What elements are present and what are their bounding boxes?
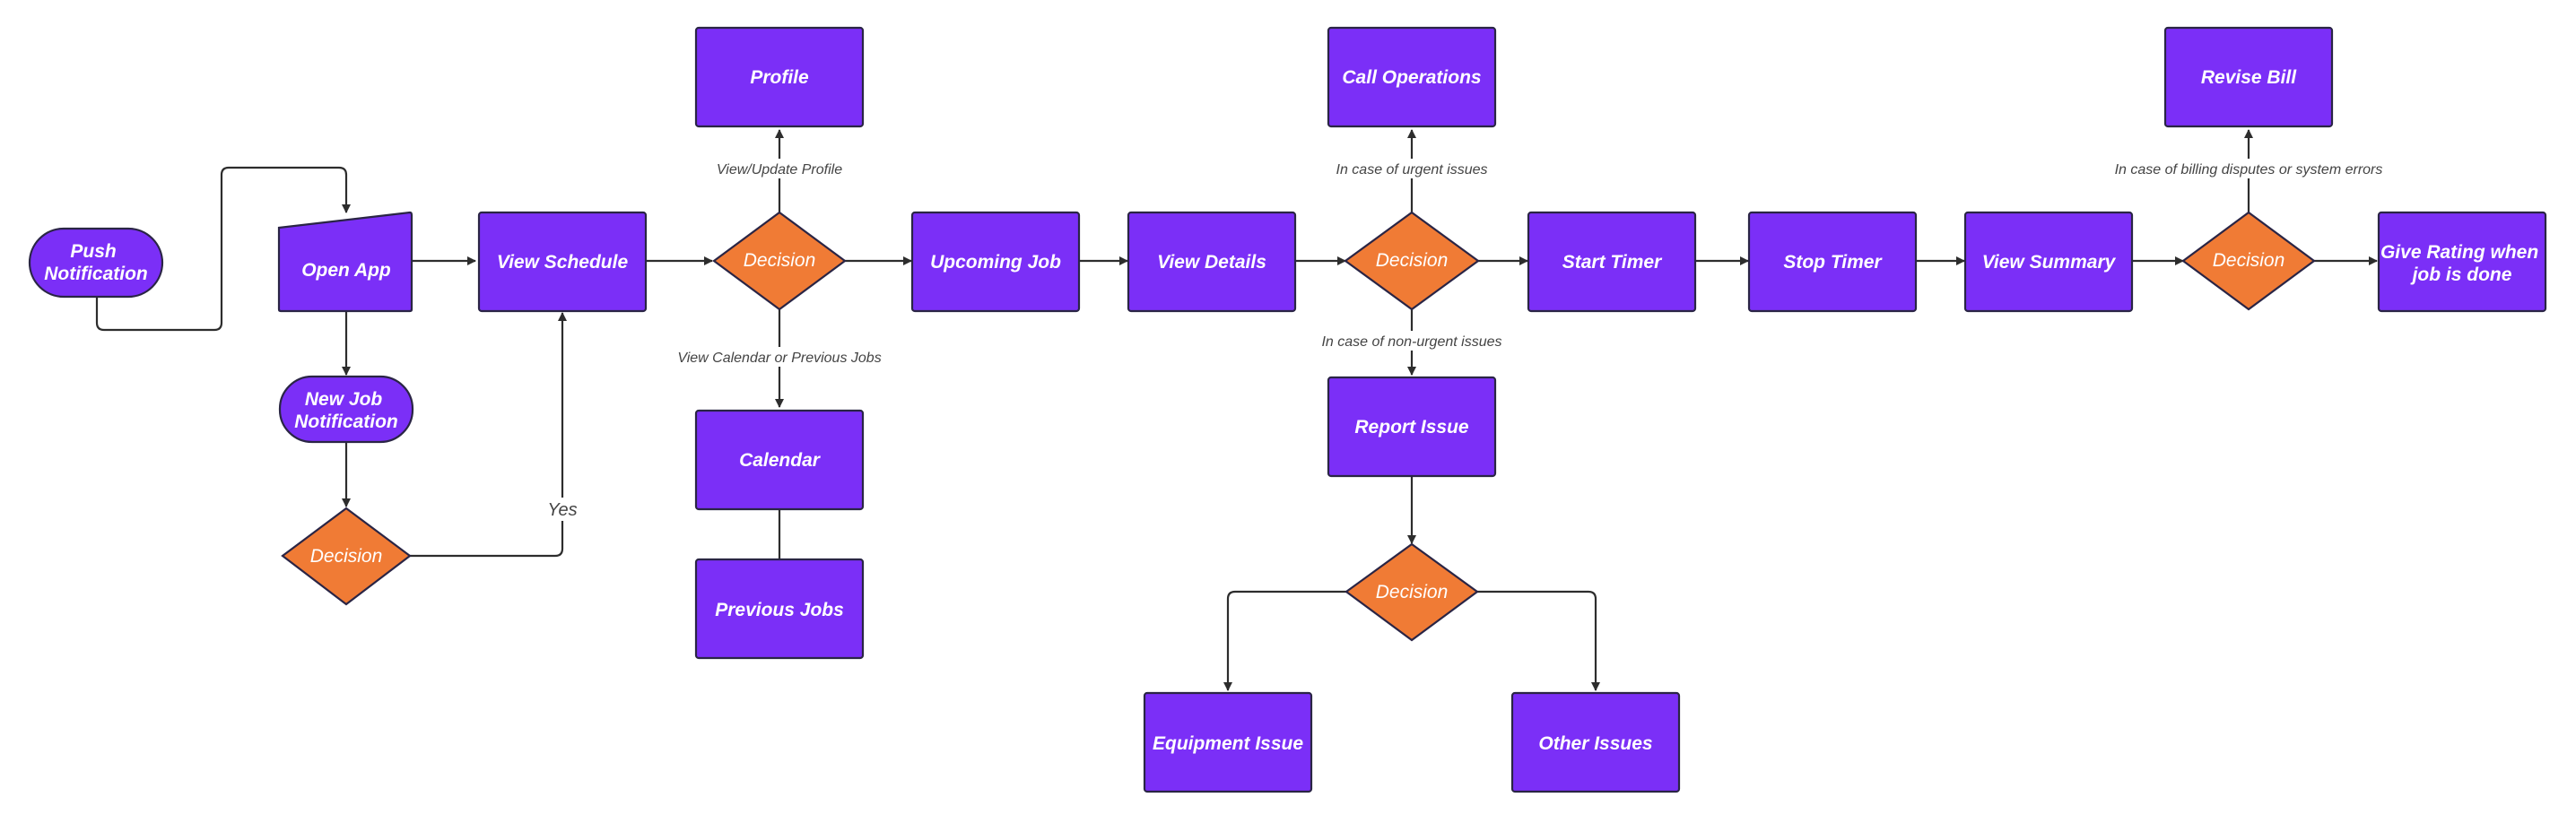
node-call-operations[interactable]: Call Operations: [1327, 26, 1497, 128]
upcoming-job-label: Upcoming Job: [930, 252, 1061, 273]
node-push-notification[interactable]: Push Notification: [28, 227, 164, 299]
edge-label-view-calendar: View Calendar or Previous Jobs: [677, 351, 881, 366]
node-revise-bill[interactable]: Revise Bill: [2163, 26, 2334, 128]
nodes: Push Notification Open App New Job Notif…: [28, 26, 2547, 793]
push-notification-line1: Push: [70, 241, 116, 262]
node-equipment-issue[interactable]: Equipment Issue: [1143, 691, 1313, 793]
edge-label-urgent: In case of urgent issues: [1336, 162, 1488, 178]
node-other-issues[interactable]: Other Issues: [1510, 691, 1681, 793]
stop-timer-label: Stop Timer: [1783, 252, 1883, 273]
node-view-summary[interactable]: View Summary: [1963, 211, 2134, 313]
node-view-details[interactable]: View Details: [1127, 211, 1297, 313]
edge-label-non-urgent: In case of non-urgent issues: [1321, 334, 1501, 350]
equipment-issue-label: Equipment Issue: [1153, 733, 1303, 754]
edge-push-to-openapp: [95, 166, 351, 332]
svg-text:New Job Notification: New Job Notification: [294, 389, 398, 432]
edge-label-yes: Yes: [547, 500, 577, 520]
view-summary-label: View Summary: [1982, 252, 2117, 273]
push-notification-line2: Notification: [44, 264, 148, 284]
previous-jobs-label: Previous Jobs: [715, 600, 844, 620]
edge-label-billing: In case of billing disputes or system er…: [2115, 162, 2383, 178]
node-new-job-notification[interactable]: New Job Notification: [278, 375, 414, 444]
node-view-schedule[interactable]: View Schedule: [477, 211, 648, 313]
node-upcoming-job[interactable]: Upcoming Job: [910, 211, 1081, 313]
node-decision-1[interactable]: Decision: [281, 507, 412, 606]
node-decision-5[interactable]: Decision: [2181, 211, 2316, 311]
view-schedule-label: View Schedule: [497, 252, 629, 273]
give-rating-line1: Give Rating when: [2380, 242, 2538, 263]
node-report-issue[interactable]: Report Issue: [1327, 376, 1497, 478]
node-previous-jobs[interactable]: Previous Jobs: [694, 558, 865, 660]
profile-label: Profile: [750, 67, 809, 88]
node-stop-timer[interactable]: Stop Timer: [1747, 211, 1918, 313]
open-app-label: Open App: [301, 260, 391, 281]
edge-labels: Yes View/Update Profile View Calendar or…: [543, 159, 2393, 521]
view-details-label: View Details: [1157, 252, 1266, 273]
svg-text:Give Rating when job i: Give Rating when job is done: [2380, 242, 2544, 285]
decision-3-label: Decision: [1376, 250, 1449, 271]
call-operations-label: Call Operations: [1342, 67, 1481, 88]
node-decision-2[interactable]: Decision: [712, 211, 847, 311]
node-decision-3[interactable]: Decision: [1344, 211, 1480, 311]
node-calendar[interactable]: Calendar: [694, 409, 865, 511]
new-job-line2: Notification: [294, 412, 398, 432]
svg-text:Push Notification: Push Notification: [44, 241, 148, 284]
report-issue-label: Report Issue: [1354, 417, 1469, 437]
edge-decision1-to-viewschedule: [410, 312, 567, 558]
revise-bill-label: Revise Bill: [2201, 67, 2297, 88]
edge-decision4-to-otherissues: [1477, 590, 1600, 691]
start-timer-label: Start Timer: [1562, 252, 1663, 273]
node-start-timer[interactable]: Start Timer: [1527, 211, 1697, 313]
edge-decision4-to-equipment: [1223, 590, 1346, 691]
node-open-app[interactable]: Open App: [277, 211, 413, 313]
other-issues-label: Other Issues: [1538, 733, 1652, 754]
new-job-line1: New Job: [305, 389, 383, 410]
decision-1-label: Decision: [310, 546, 383, 567]
give-rating-line2: job is done: [2410, 264, 2512, 285]
decision-4-label: Decision: [1376, 582, 1449, 602]
edge-label-view-update-profile: View/Update Profile: [717, 162, 842, 178]
node-give-rating[interactable]: Give Rating when job is done: [2377, 211, 2547, 313]
node-profile[interactable]: Profile: [694, 26, 865, 128]
decision-5-label: Decision: [2213, 250, 2285, 271]
decision-2-label: Decision: [744, 250, 816, 271]
calendar-label: Calendar: [739, 450, 822, 471]
node-decision-4[interactable]: Decision: [1345, 542, 1479, 642]
